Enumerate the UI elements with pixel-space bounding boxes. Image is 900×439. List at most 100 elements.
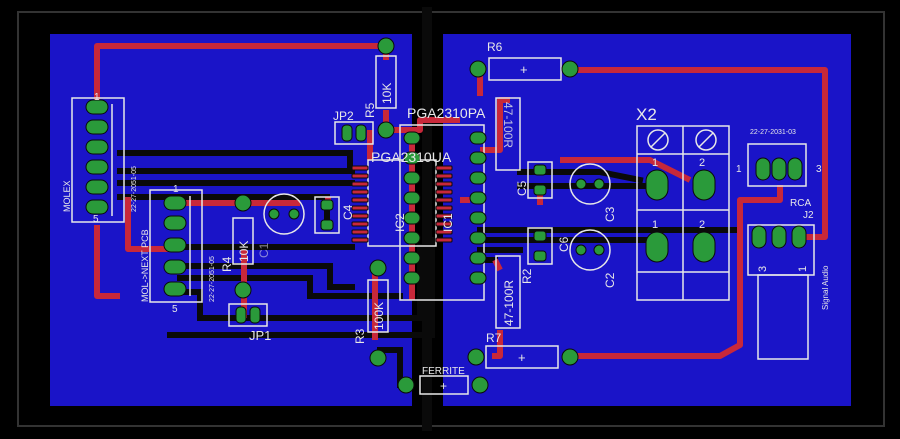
label-rca-pin1: 1	[736, 164, 742, 175]
pad	[85, 179, 109, 195]
screw-icon	[647, 129, 669, 151]
ic-pad	[403, 231, 421, 245]
ic-pad	[435, 237, 453, 243]
label-j2-pin1: 1	[797, 266, 809, 272]
label-r2: R2	[520, 268, 534, 284]
screw-icon	[695, 129, 717, 151]
ic-pad	[351, 221, 369, 227]
label-mol-next-part: 22-27-2051-05	[209, 256, 216, 302]
ic-pad	[469, 251, 487, 265]
label-r6: R6	[487, 40, 503, 54]
pad	[163, 281, 187, 297]
label-r6-plus: +	[520, 62, 528, 77]
label-ferrite: FERRITE	[422, 366, 465, 377]
ic-pad	[435, 205, 453, 211]
board-outline	[17, 11, 885, 427]
pad	[288, 208, 300, 220]
ic-pad	[351, 205, 369, 211]
label-r1-top-val: 47-100R	[501, 102, 515, 148]
ic-pad	[435, 221, 453, 227]
pad	[533, 230, 547, 242]
ic-pad	[403, 191, 421, 205]
pad	[692, 231, 716, 263]
pad	[320, 199, 334, 211]
pad	[771, 157, 787, 181]
pad	[85, 99, 109, 115]
pad	[755, 157, 771, 181]
label-r5: R5	[363, 102, 377, 118]
ic-pad	[469, 151, 487, 165]
label-r1-val: 47-100R	[502, 280, 516, 326]
ic-pad	[403, 171, 421, 185]
label-pga-ua: PGA2310UA	[371, 149, 452, 165]
label-c5: C5	[515, 180, 529, 196]
ic-pad	[469, 211, 487, 225]
pad	[85, 199, 109, 215]
pad	[561, 348, 579, 366]
pad	[692, 169, 716, 201]
label-r3-val: 100K	[372, 302, 386, 330]
ic-pad	[351, 213, 369, 219]
ic-pad	[351, 197, 369, 203]
silkscreen-text: MOLEX 22-27-2051-05 MOL->NEXT PCB 22-27-…	[62, 40, 830, 393]
pad	[85, 119, 109, 135]
label-c4: C4	[341, 204, 355, 220]
ic-pad	[351, 165, 369, 171]
label-molex-part: 22-27-2051-05	[131, 166, 138, 212]
pad	[575, 244, 587, 256]
pad	[467, 348, 485, 366]
label-j2-pin3: 3	[757, 266, 769, 272]
pad	[163, 195, 187, 211]
ic-pad	[435, 213, 453, 219]
pad	[234, 194, 252, 212]
label-x2-pin2b: 2	[699, 219, 705, 231]
pad	[341, 124, 353, 142]
label-signal-audio: Signal Audio	[821, 265, 830, 310]
pad	[163, 215, 187, 231]
label-x2-pin1b: 1	[652, 219, 658, 231]
pad	[533, 184, 547, 196]
x2-screws	[647, 129, 717, 151]
label-r4: R4	[220, 256, 234, 272]
pad	[561, 60, 579, 78]
pad	[85, 139, 109, 155]
label-x2: X2	[636, 105, 657, 124]
label-rca: RCA	[790, 198, 811, 209]
pad	[645, 231, 669, 263]
pad	[533, 164, 547, 176]
pad	[163, 259, 187, 275]
pad	[397, 376, 415, 394]
label-rca-pin3: 3	[816, 164, 822, 175]
pad	[575, 178, 587, 190]
pad	[268, 208, 280, 220]
pads	[85, 37, 807, 394]
label-r3: R3	[353, 328, 367, 344]
ic-pads	[351, 131, 487, 285]
ic-pad	[435, 189, 453, 195]
label-jp1: JP1	[249, 328, 271, 343]
pad	[163, 237, 187, 253]
pad	[533, 250, 547, 262]
ic-pad	[351, 173, 369, 179]
pad	[249, 306, 261, 324]
label-mol-next: MOL->NEXT PCB	[140, 229, 150, 302]
label-x2-pin2a: 2	[699, 157, 705, 169]
label-c6: C6	[557, 236, 571, 252]
pad	[355, 124, 367, 142]
ic-pad	[469, 271, 487, 285]
pad	[369, 349, 387, 367]
pad	[369, 259, 387, 277]
label-rca-part: 22-27-2031-03	[750, 129, 796, 136]
ic-pad	[435, 181, 453, 187]
label-c1: C1	[257, 242, 271, 258]
label-ic2: IC2	[393, 213, 407, 232]
label-molex-pin5: 5	[93, 214, 99, 225]
ic-pad	[435, 165, 453, 171]
ic-pad	[435, 229, 453, 235]
ic-pad	[403, 211, 421, 225]
label-jp2: JP2	[333, 109, 354, 123]
ic-pad	[469, 131, 487, 145]
label-x2-pin1a: 1	[652, 157, 658, 169]
pad	[377, 37, 395, 55]
